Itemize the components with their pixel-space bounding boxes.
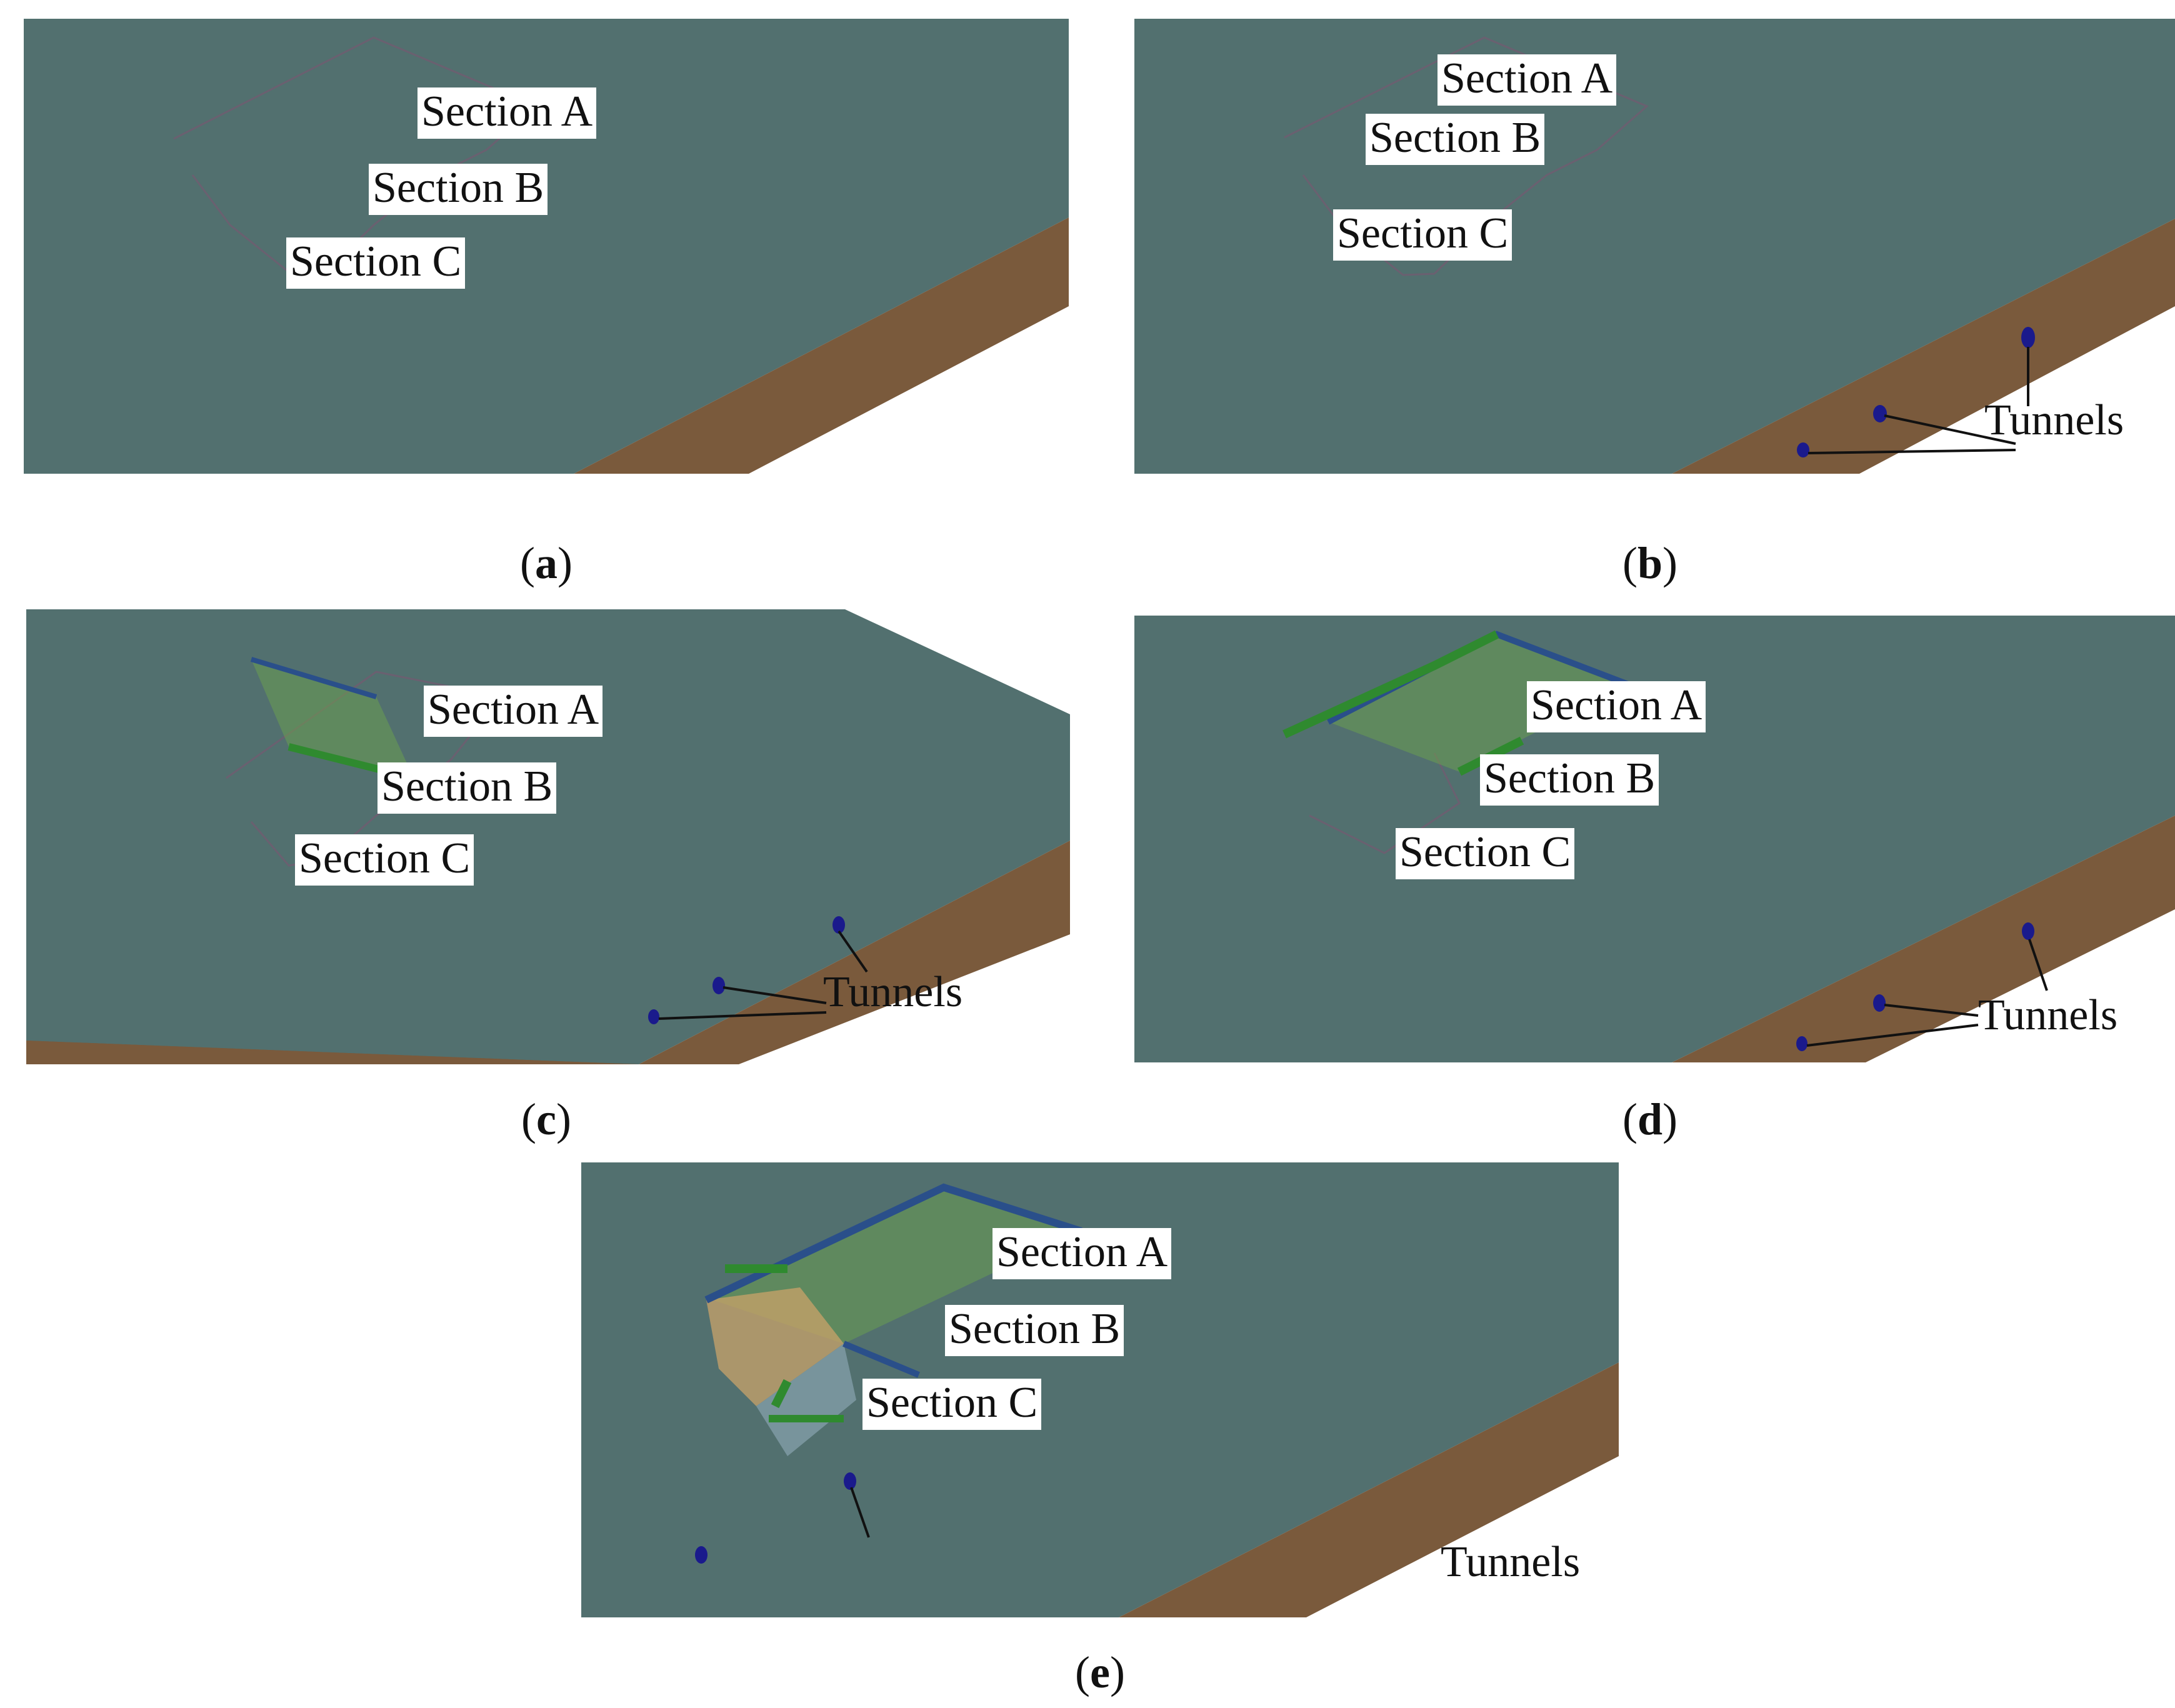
section-b-label: Section B [378, 762, 557, 814]
panel-d: Section A Section B Section C Tunnels [1134, 616, 2175, 1062]
pointer-line [838, 930, 868, 973]
pointer-line [1884, 1004, 1979, 1017]
section-a-label: Section A [424, 686, 603, 737]
tunnel-1 [832, 916, 845, 934]
tunnel-3 [1796, 1036, 1808, 1051]
tunnel-1 [844, 1472, 856, 1490]
caption-b: (b) [1622, 538, 1678, 588]
panel-b: Section A Section B Section C Tunnels [1134, 19, 2175, 474]
support-panel [1328, 634, 1628, 772]
tunnel-2 [1873, 405, 1887, 422]
model-view-e [581, 1162, 1619, 1617]
tunnel-2 [1873, 994, 1886, 1012]
tunnels-label: Tunnels [1978, 991, 2118, 1039]
pointer-line [1808, 449, 2016, 454]
support-panel [251, 659, 414, 778]
section-c-label: Section C [862, 1379, 1042, 1430]
tunnels-label: Tunnels [1441, 1538, 1581, 1586]
soil-side [1672, 219, 2175, 474]
ground-surface [581, 1162, 1619, 1617]
section-b-label: Section B [945, 1305, 1124, 1356]
section-a-label: Section A [992, 1228, 1172, 1279]
pointer-line [2028, 939, 2048, 991]
pointer-line [850, 1487, 870, 1538]
ground-surface [24, 19, 1069, 474]
model-view-a [24, 19, 1069, 474]
section-a-label: Section A [418, 87, 597, 139]
support-line [1282, 630, 1499, 739]
caption-c: (c) [521, 1094, 571, 1144]
tunnel-3 [648, 1009, 659, 1024]
ground-surface [1134, 616, 2175, 1062]
soil-side [574, 217, 1069, 474]
ground-surface [26, 609, 1070, 1064]
strut-line [704, 1183, 1082, 1304]
soil-side [1119, 1362, 1619, 1617]
tunnel-2 [695, 1546, 708, 1564]
section-c-label: Section C [1396, 828, 1575, 879]
model-view-d [1134, 616, 2175, 1062]
section-c-label: Section C [295, 834, 474, 886]
soil-side [26, 841, 1070, 1064]
pointer-line [1884, 414, 2016, 445]
caption-e: (e) [1075, 1647, 1125, 1697]
pointer-line [1806, 1024, 1979, 1047]
support-line [771, 1379, 792, 1409]
section-b-label: Section B [1480, 754, 1659, 806]
excavation-wall-tan [706, 1287, 844, 1406]
support-line [842, 1341, 920, 1378]
pointer-line [658, 1011, 827, 1020]
pointer-line [722, 986, 827, 1004]
soil-side [1672, 816, 2175, 1062]
tunnels-label: Tunnels [1984, 396, 2124, 444]
caption-a: (a) [520, 538, 572, 588]
excavation-wall-grey [756, 1344, 856, 1456]
section-b-label: Section B [1366, 114, 1545, 165]
section-a-label: Section A [1527, 681, 1706, 732]
panel-c: Section A Section B Section C Tunnels [26, 609, 1070, 1064]
section-c-label: Section C [286, 237, 466, 289]
panel-a: Section A Section B Section C [24, 19, 1069, 474]
tunnel-2 [712, 977, 725, 994]
section-a-label: Section A [1438, 54, 1617, 106]
soil-side-left [26, 1041, 639, 1064]
caption-d: (d) [1622, 1094, 1678, 1144]
tunnel-1 [2022, 922, 2034, 940]
tunnels-label: Tunnels [823, 968, 963, 1016]
section-b-label: Section B [369, 164, 548, 215]
strut-line [250, 657, 378, 699]
tunnel-3 [1797, 442, 1809, 457]
panel-e: Section A Section B Section C Tunnels [581, 1162, 1619, 1617]
section-c-label: Section C [1333, 209, 1512, 261]
tunnel-1 [2021, 327, 2035, 348]
